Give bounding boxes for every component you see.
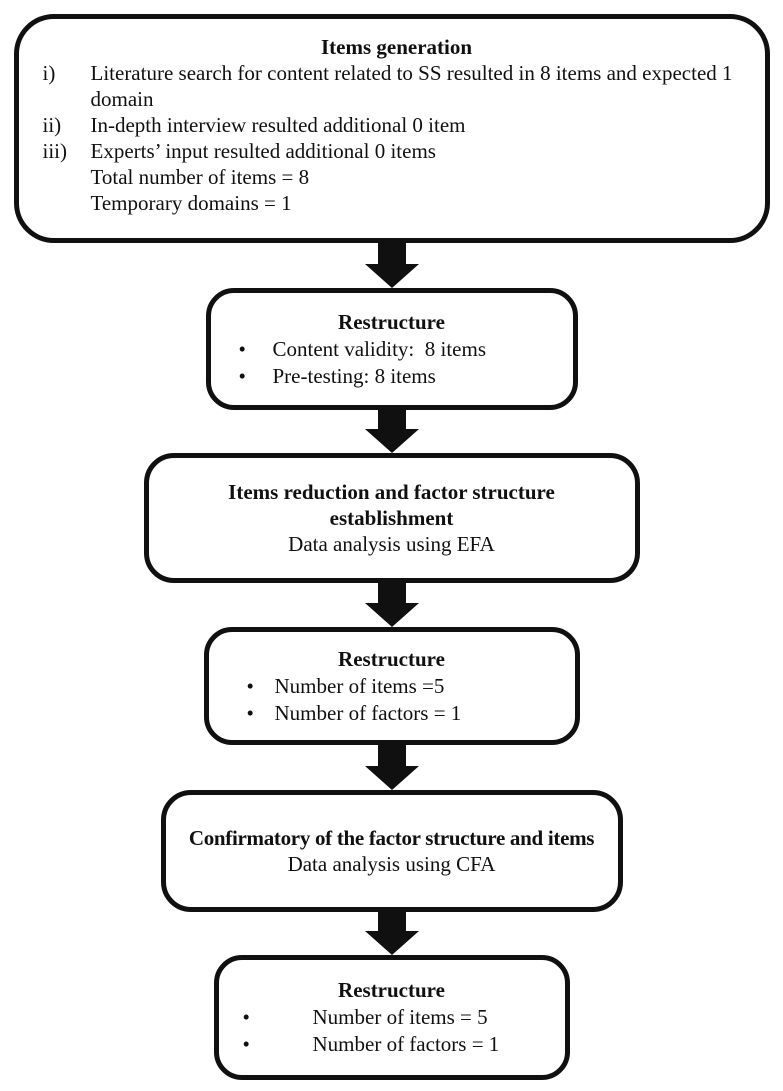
bullet-text: Number of factors = 1 [274, 700, 462, 725]
box-title: Restructure [338, 978, 445, 1002]
bullet-text: Number of factors = 1 [312, 1032, 500, 1056]
bullet-item: • Number of factors = 1 [219, 1031, 565, 1058]
list-marker: iii) [42, 139, 68, 163]
list-item-text: Literature search for content related to… [90, 61, 733, 111]
down-arrow-icon [364, 745, 419, 790]
list-item-text: Experts’ input resulted additional 0 ite… [90, 139, 436, 163]
flow-box-items-reduction: Items reduction and factor structure est… [143, 453, 640, 583]
bullet-icon: • [238, 363, 246, 388]
list-marker [43, 164, 91, 190]
down-arrow-icon [364, 410, 419, 453]
list-item: Total number of items = 8 [43, 164, 751, 190]
bullet-item: • Number of items = 5 [219, 1004, 565, 1031]
bullet-icon: • [238, 336, 246, 361]
list-item-text: In-depth interview resulted additional 0… [90, 113, 466, 137]
list-marker: i) [42, 61, 56, 85]
bullet-item: • Number of factors = 1 [209, 700, 575, 727]
list-item-text: Total number of items = 8 [90, 165, 310, 189]
list-marker: ii) [42, 113, 62, 137]
bullet-icon: • [246, 673, 254, 698]
box-subtitle: Data analysis using EFA [288, 531, 495, 556]
list-item-text: Temporary domains = 1 [90, 191, 292, 215]
bullet-item: • Pre-testing: 8 items [211, 363, 573, 390]
box-title: Items reduction and factor structure est… [228, 479, 555, 530]
down-arrow-icon [364, 912, 419, 955]
bullet-text: Pre-testing: 8 items [272, 363, 436, 388]
bullet-text: Number of items = 5 [312, 1005, 488, 1029]
box-title: Confirmatory of the factor structure and… [188, 825, 595, 850]
list-item: i) Literature search for content related… [43, 60, 751, 112]
down-arrow-icon [364, 243, 419, 288]
flow-box-restructure-1: Restructure • Content validity: 8 items … [205, 288, 578, 410]
box-subtitle: Data analysis using CFA [287, 851, 496, 876]
bullet-icon: • [246, 700, 254, 725]
box-title: Restructure [338, 309, 445, 334]
bullet-item: • Content validity: 8 items [211, 336, 573, 363]
bullet-text: Content validity: 8 items [272, 336, 487, 361]
list-item: ii) In-depth interview resulted addition… [43, 112, 751, 138]
flow-box-restructure-2: Restructure • Number of items =5 • Numbe… [203, 627, 580, 745]
flow-box-items-generation: Items generation i) Literature search fo… [13, 14, 770, 243]
bullet-icon: • [242, 1032, 250, 1056]
flow-box-confirmatory: Confirmatory of the factor structure and… [160, 790, 623, 912]
list-marker [43, 190, 91, 216]
down-arrow-icon [364, 583, 419, 627]
bullet-text: Number of items =5 [274, 673, 445, 698]
list-item: Temporary domains = 1 [43, 190, 751, 216]
box-title: Restructure [338, 646, 445, 671]
box-title: Items generation [320, 35, 473, 59]
flow-box-restructure-3: Restructure • Number of items = 5 • Numb… [213, 955, 570, 1080]
bullet-item: • Number of items =5 [209, 673, 575, 700]
bullet-icon: • [242, 1005, 250, 1029]
list-item: iii) Experts’ input resulted additional … [43, 138, 751, 164]
